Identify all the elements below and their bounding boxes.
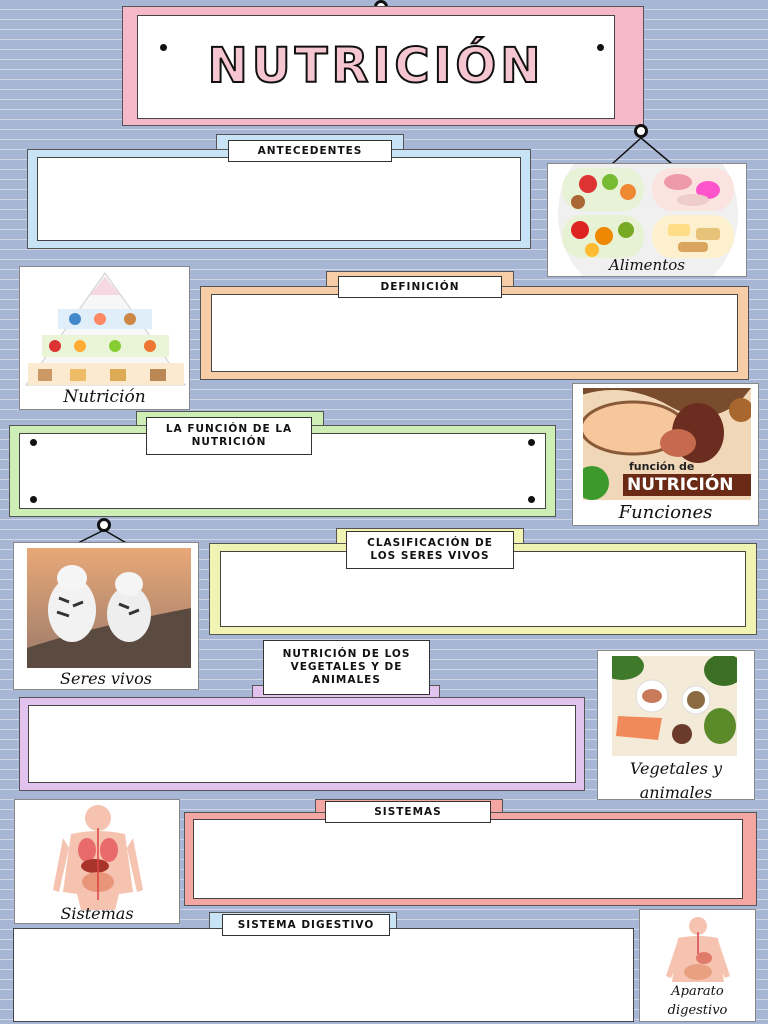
pin-dot <box>30 439 37 446</box>
nutricion-banner-text: NUTRICIÓN <box>623 474 751 496</box>
hanger-ring <box>634 124 648 138</box>
funciones-caption: Funciones <box>618 502 713 523</box>
vegetales-image <box>612 656 737 756</box>
vegetales-animales-photo: Vegetales y animales <box>597 650 755 800</box>
antecedentes-box <box>27 149 531 249</box>
pin-dot <box>597 44 604 51</box>
alimentos-photo: Alimentos <box>547 163 747 277</box>
food-plate-image <box>558 164 738 276</box>
seres-vivos-caption: Seres vivos <box>60 669 152 688</box>
title-frame: NUTRICIÓN <box>122 6 644 126</box>
nutricion-photo: Nutrición <box>19 266 190 410</box>
aparato-digestivo-caption: Aparato digestivo <box>667 984 728 1018</box>
funciones-photo: función de NUTRICIÓN Funciones <box>572 383 759 526</box>
funcion-label: La función de la nutrición <box>146 417 312 455</box>
nutricion-caption: Nutrición <box>63 387 146 407</box>
nutricion-vegetales-box <box>19 697 585 791</box>
hanger-strings <box>75 529 129 545</box>
leaf-logo <box>583 466 609 500</box>
sistema-digestivo-box <box>13 928 634 1022</box>
sistema-digestivo-label: Sistema digestivo <box>222 914 390 936</box>
pin-dot <box>528 439 535 446</box>
sistemas-label: Sistemas <box>325 801 491 823</box>
pin-dot <box>160 44 167 51</box>
nutricion-vegetales-content <box>28 705 576 783</box>
alimentos-caption: Alimentos <box>609 256 685 274</box>
sistemas-box <box>184 812 757 906</box>
tigers-image <box>27 548 191 668</box>
page-title: NUTRICIÓN <box>207 37 545 95</box>
sistemas-caption: Sistemas <box>60 904 134 923</box>
vegetales-animales-caption: Vegetales y animales <box>629 759 723 800</box>
seres-vivos-photo: Seres vivos <box>13 542 199 690</box>
pin-dot <box>30 496 37 503</box>
human-organs-image <box>53 805 143 910</box>
antecedentes-label: Antecedentes <box>228 140 392 162</box>
definicion-content <box>211 294 738 372</box>
antecedentes-content <box>37 157 521 241</box>
nutricion-vegetales-label: Nutrición de los vegetales y de animales <box>263 640 430 695</box>
definicion-box <box>200 286 749 380</box>
funcion-de-text: función de <box>629 460 695 473</box>
food-pyramid-image <box>25 272 186 386</box>
sistemas-photo: Sistemas <box>14 799 180 924</box>
definicion-label: Definición <box>338 276 502 298</box>
aparato-digestivo-photo: Aparato digestivo <box>639 909 756 1022</box>
title-inner: NUTRICIÓN <box>137 15 615 119</box>
hanger-strings <box>611 137 673 165</box>
pin-dot <box>528 496 535 503</box>
funciones-image: función de NUTRICIÓN <box>583 388 751 500</box>
digestive-system-image <box>666 917 730 982</box>
sistemas-content <box>193 819 743 899</box>
clasificacion-label: Clasificación de los seres vivos <box>346 531 514 569</box>
